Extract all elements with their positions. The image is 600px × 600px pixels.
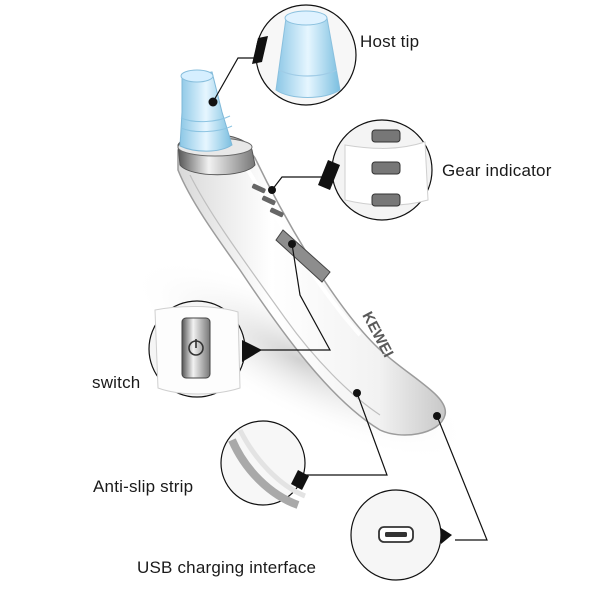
inset-gear-indicator: [318, 119, 433, 221]
inset-anti-slip-strip: [220, 420, 309, 509]
label-anti-slip-strip: Anti-slip strip: [93, 477, 194, 496]
label-host-tip: Host tip: [360, 32, 420, 51]
inset-usb-interface: [350, 489, 452, 581]
label-gear-indicator: Gear indicator: [442, 161, 552, 180]
callout-dots: [208, 97, 441, 420]
device-tip: [179, 69, 233, 152]
callout-lines: [212, 57, 488, 541]
inset-switch: [148, 300, 262, 398]
inset-host-tip: [252, 4, 357, 106]
label-usb-charging-interface: USB charging interface: [137, 558, 317, 577]
label-switch: switch: [92, 373, 141, 392]
